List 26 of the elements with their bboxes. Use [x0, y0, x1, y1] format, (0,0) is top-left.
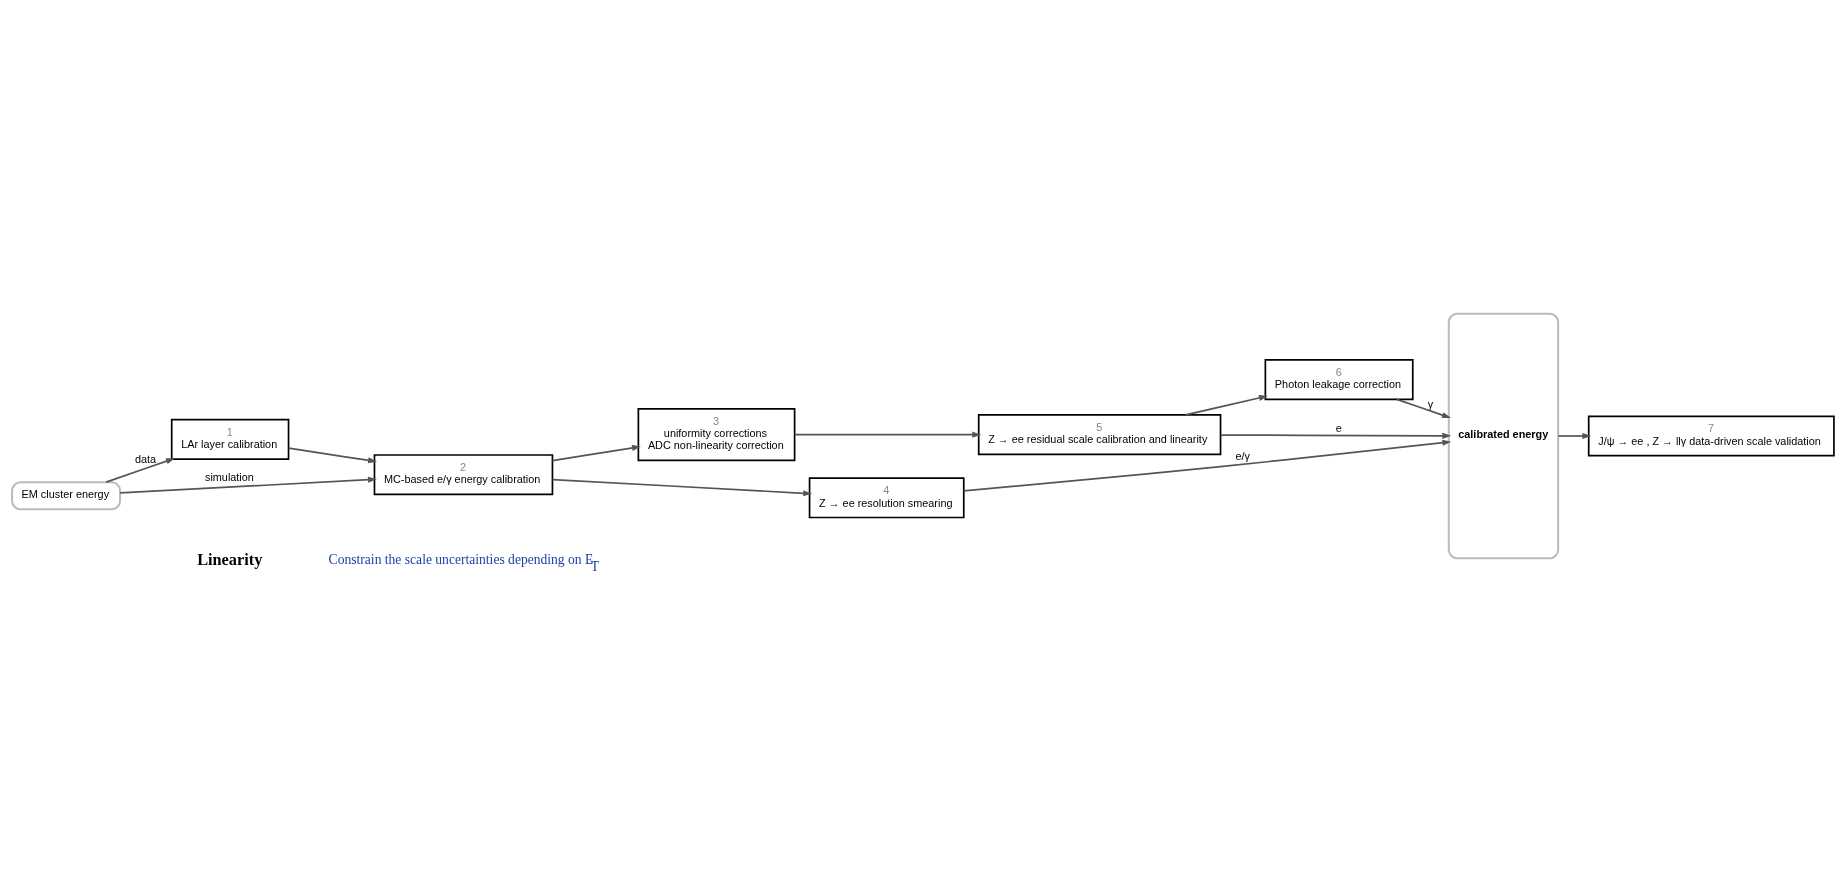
arrow — [551, 478, 812, 496]
edge-label: e — [1335, 421, 1342, 434]
arrow — [793, 431, 981, 438]
label: Linearity — [196, 549, 262, 569]
node-box: 4 Z → ee resolution smearing — [808, 476, 965, 518]
arrow — [551, 444, 641, 461]
node-box: 2 MC-based e/γ energy calibration — [373, 453, 553, 495]
arrow — [1395, 397, 1451, 418]
node-box: 3 uniformity corrections ADC non-linearity correction — [637, 407, 795, 461]
arrow — [1184, 394, 1268, 416]
node-box: EM cluster energy — [10, 480, 121, 510]
node-box: 5 Z → ee residual scale calibration and linearity — [977, 413, 1221, 455]
node-box: calibrated energy — [1447, 312, 1559, 559]
arrow — [118, 476, 377, 494]
arrow — [1557, 432, 1591, 439]
edge-label: e/γ — [1234, 449, 1250, 462]
arrow — [287, 446, 377, 463]
node-box: 6 Photon leakage correction — [1264, 358, 1414, 400]
arrow — [962, 439, 1451, 492]
edge-label: simulation — [204, 470, 254, 483]
node-box: 7 J/ψ → ee , Z → llγ data-driven scale validation — [1587, 414, 1835, 457]
arrow — [104, 457, 175, 483]
edge-label: γ — [1427, 397, 1433, 410]
node-box: 1 LAr layer calibration — [170, 418, 289, 460]
edge-label: data — [134, 452, 156, 465]
arrow — [1219, 432, 1451, 439]
